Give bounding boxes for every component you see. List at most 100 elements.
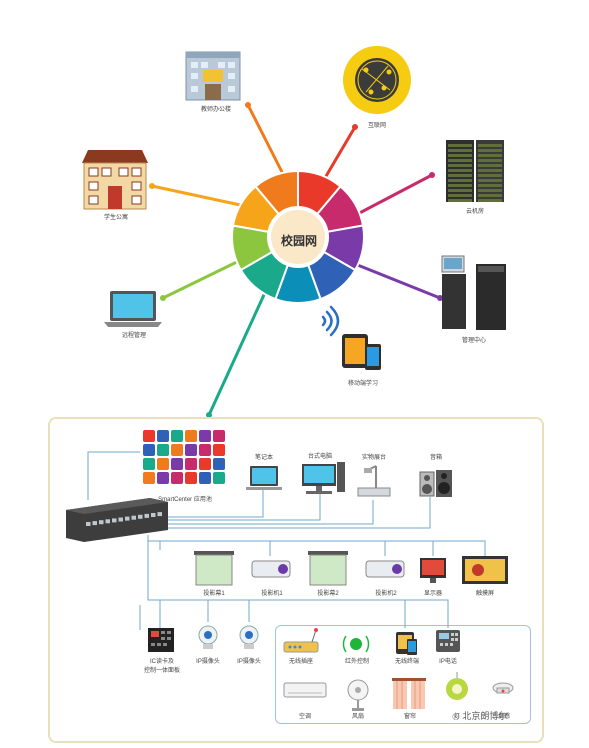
app-tile-icon — [143, 444, 155, 456]
remote-mgmt-laptop-icon — [104, 291, 162, 327]
projection-screen-2-icon — [308, 551, 348, 586]
switch-port — [151, 513, 156, 517]
mobile-learning-label: 移动端学习 — [347, 381, 378, 387]
visualizer-icon — [357, 465, 391, 497]
smoke-label: 烟感 — [497, 714, 510, 720]
spoke-internet — [320, 125, 357, 185]
rack-unit — [478, 169, 502, 172]
screen2-label: 投影幕2 — [317, 591, 339, 597]
fan-icon — [347, 679, 369, 711]
app-tile-icon — [185, 444, 197, 456]
app-tile-icon — [185, 458, 197, 470]
touch-screen-label: 触摸屏 — [475, 591, 494, 597]
wireless-plug-label: 无线插座 — [288, 659, 313, 665]
ip-camera-1-label: IP摄像头 — [196, 659, 220, 665]
ir-control-label: 红外控制 — [344, 659, 369, 665]
wireless-plug-icon — [283, 628, 319, 653]
switch-port — [125, 516, 130, 521]
ip-camera-2-icon — [239, 625, 259, 649]
app-pool-grid — [143, 430, 225, 484]
mgmt-center-server-icon — [441, 255, 506, 330]
student-apartment-label: 学生公寓 — [103, 215, 128, 221]
rack-unit — [478, 164, 502, 167]
switch-port — [138, 514, 143, 519]
app-tile-icon — [213, 444, 225, 456]
switch-port — [118, 517, 123, 522]
speaker-label: 音箱 — [429, 455, 442, 461]
hub-ring-segment — [254, 169, 299, 216]
wireless-terminal-label: 无线终端 — [394, 659, 419, 665]
rack-unit — [448, 149, 472, 152]
control-panel-label-2: 控制一体面板 — [143, 668, 180, 674]
display-label: 显示器 — [423, 591, 442, 597]
network-switch-icon — [66, 498, 168, 542]
app-tile-icon — [157, 458, 169, 470]
ip-phone-label: IP电话 — [439, 659, 457, 665]
rack-unit — [448, 189, 472, 192]
rack-unit — [478, 189, 502, 192]
spoke-student-apartment — [150, 184, 247, 208]
rack-unit — [478, 179, 502, 182]
app-tile-icon — [157, 430, 169, 442]
app-tile-icon — [143, 472, 155, 484]
rack-unit — [478, 159, 502, 162]
app-tile-icon — [143, 430, 155, 442]
app-tile-icon — [213, 430, 225, 442]
rack-unit — [448, 174, 472, 177]
switch-port — [131, 515, 136, 520]
rack-unit — [448, 144, 472, 147]
app-tile-icon — [171, 444, 183, 456]
ip-camera-2-label: IP摄像头 — [237, 659, 261, 665]
rack-unit — [478, 154, 502, 157]
spoke-teacher-office — [246, 103, 287, 180]
remote-mgmt-label: 远程管理 — [121, 333, 146, 339]
internet-label: 互联网 — [367, 123, 386, 129]
projector-1-icon — [251, 560, 291, 578]
teacher-office-label: 教师办公楼 — [200, 107, 231, 113]
rack-unit — [448, 154, 472, 157]
cloud-room-server-icon — [446, 140, 504, 202]
switch-port — [105, 519, 110, 524]
teacher-office-icon — [185, 51, 241, 101]
spoke-end-dots — [149, 102, 443, 418]
switch-port — [112, 518, 117, 523]
spoke-cloud-room — [348, 173, 434, 220]
light-label: 灯 — [453, 714, 460, 720]
app-tile-icon — [199, 444, 211, 456]
projector2-label: 投影机2 — [375, 591, 397, 597]
spoke-remote-mgmt — [161, 256, 247, 300]
app-tile-icon — [171, 472, 183, 484]
ac-label: 空调 — [298, 714, 311, 720]
watermark: ◎ 北京朗博尔 — [452, 709, 507, 722]
app-tile-icon — [213, 458, 225, 470]
rack-unit — [478, 174, 502, 177]
switch-port — [86, 522, 91, 526]
app-pool-label: SmartCenter 应用池 — [158, 497, 212, 503]
switch-port — [157, 512, 162, 517]
app-tile-icon — [185, 430, 197, 442]
wireless-terminal-icon — [396, 632, 417, 655]
switch-port — [99, 520, 104, 525]
rack-unit — [448, 179, 472, 182]
fan-label: 风扇 — [351, 714, 364, 720]
laptop-label: 笔记本 — [254, 455, 273, 461]
rack-unit — [478, 149, 502, 152]
projection-screen-1-icon — [194, 551, 234, 586]
mobile-devices-icon — [342, 334, 381, 370]
app-tile-icon — [157, 444, 169, 456]
hub-label: 校园网 — [280, 234, 317, 248]
app-tile-icon — [199, 430, 211, 442]
spoke-mgmt-center — [348, 260, 442, 300]
ip-camera-1-icon — [198, 625, 218, 649]
app-tile-icon — [199, 472, 211, 484]
cloud-room-label: 云机房 — [465, 209, 484, 215]
app-tile-icon — [171, 458, 183, 470]
spoke-classroom — [207, 284, 270, 417]
ir-control-icon — [342, 635, 370, 653]
rack-unit — [448, 159, 472, 162]
curtain-label: 窗帘 — [403, 714, 416, 720]
wechat-icon: ◎ — [452, 711, 460, 721]
air-conditioner-icon — [283, 682, 327, 698]
